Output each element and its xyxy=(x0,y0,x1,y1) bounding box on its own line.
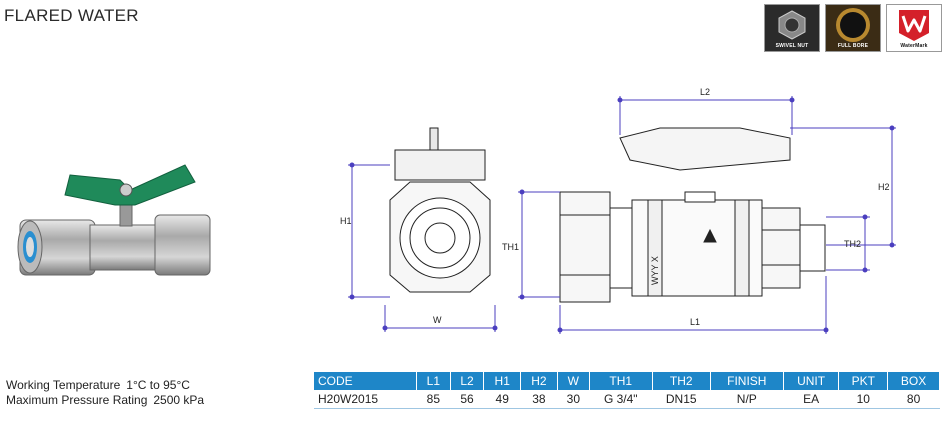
th1-label: TH1 xyxy=(502,242,519,252)
col-l2: L2 xyxy=(450,372,485,390)
col-finish: FINISH xyxy=(710,372,784,390)
col-w: W xyxy=(557,372,590,390)
col-h1: H1 xyxy=(483,372,522,390)
full-bore-badge: FULL BORE xyxy=(825,4,881,52)
cell-w: 30 xyxy=(557,390,590,409)
full-bore-icon xyxy=(826,5,880,51)
badge-label: SWIVEL NUT xyxy=(775,43,809,49)
table-header-row: CODE L1 L2 H1 H2 W TH1 TH2 FINISH UNIT P… xyxy=(314,372,940,390)
h1-label: H1 xyxy=(340,216,352,226)
l1-label: L1 xyxy=(690,317,700,327)
swivel-nut-icon xyxy=(765,5,819,51)
cell-finish: N/P xyxy=(710,390,784,409)
col-th1: TH1 xyxy=(589,372,653,390)
l2-label: L2 xyxy=(700,87,710,97)
col-h2: H2 xyxy=(520,372,558,390)
col-th2: TH2 xyxy=(652,372,711,390)
cell-box: 80 xyxy=(887,390,940,409)
cell-unit: EA xyxy=(783,390,839,409)
col-code: CODE xyxy=(314,372,418,390)
cell-l2: 56 xyxy=(450,390,484,409)
badge-label: FULL BORE xyxy=(837,43,869,49)
cell-h2: 38 xyxy=(520,390,558,409)
spec-table: CODE L1 L2 H1 H2 W TH1 TH2 FINISH UNIT P… xyxy=(314,372,940,409)
col-pkt: PKT xyxy=(838,372,889,390)
cell-th1: G 3/4" xyxy=(589,390,653,409)
cell-code: H20W2015 xyxy=(314,390,417,409)
table-row: H20W2015 85 56 49 38 30 G 3/4" DN15 N/P … xyxy=(314,390,940,409)
technical-drawing: WYY X H1 W TH1 L1 L2 H2 TH2 xyxy=(340,87,896,334)
page-title: FLARED WATER xyxy=(4,6,139,25)
cell-l1: 85 xyxy=(416,390,451,409)
feature-badges: SWIVEL NUT FULL BORE WaterMark xyxy=(764,4,942,52)
col-l1: L1 xyxy=(416,372,451,390)
w-label: W xyxy=(433,315,442,325)
h2-label: H2 xyxy=(878,182,890,192)
col-unit: UNIT xyxy=(783,372,840,390)
col-box: BOX xyxy=(887,372,940,390)
body-marking: WYY X xyxy=(650,256,660,285)
cell-h1: 49 xyxy=(483,390,521,409)
badge-label: WaterMark xyxy=(900,43,928,49)
th2-label: TH2 xyxy=(844,239,861,249)
swivel-nut-badge: SWIVEL NUT xyxy=(764,4,820,52)
product-photo xyxy=(17,164,211,276)
cell-pkt: 10 xyxy=(838,390,888,409)
cell-th2: DN15 xyxy=(652,390,711,409)
watermark-badge: WaterMark xyxy=(886,4,942,52)
watermark-icon xyxy=(887,5,941,51)
